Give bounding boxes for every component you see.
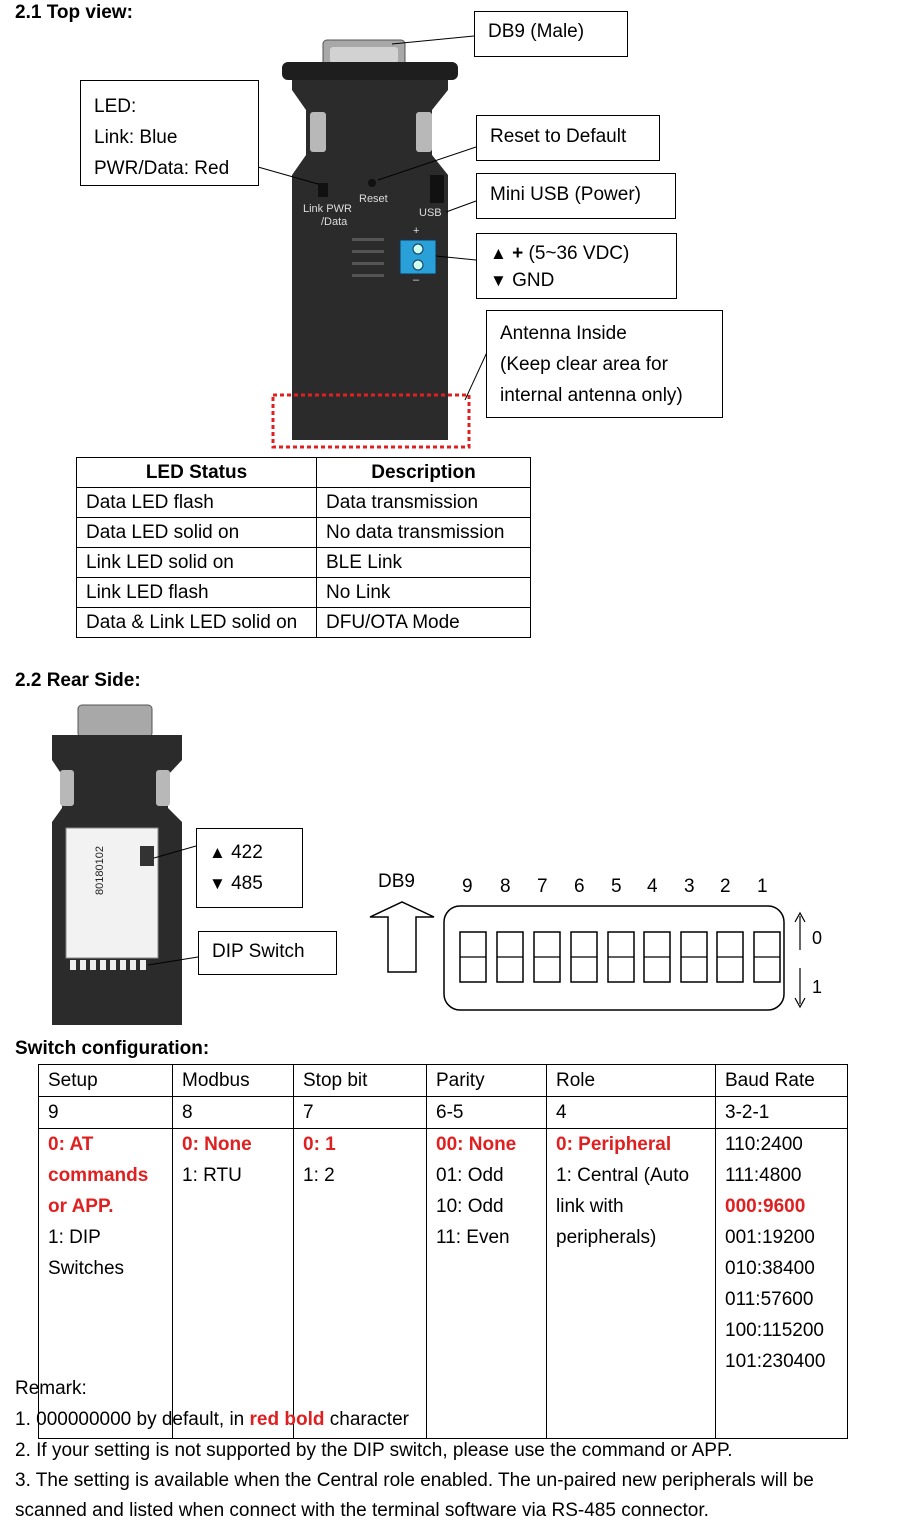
table-cell: Modbus xyxy=(172,1064,294,1097)
table-cell: 0: Peripheral 1: Central (Auto link with… xyxy=(546,1128,716,1439)
dip-pin-label: 2 xyxy=(720,876,731,897)
dip-pin-label: 4 xyxy=(647,876,658,897)
table-cell: 7 xyxy=(293,1096,427,1129)
dip-pin-label: 9 xyxy=(462,876,473,897)
led-table-header: Description xyxy=(316,457,531,488)
table-cell: DFU/OTA Mode xyxy=(316,607,531,638)
device-label-usb: USB xyxy=(419,207,442,219)
section-heading-rear-side: 2.2 Rear Side: xyxy=(15,670,141,691)
table-cell: 3-2-1 xyxy=(715,1096,848,1129)
table-cell: BLE Link xyxy=(316,547,531,578)
table-row: 9 8 7 6-5 4 3-2-1 xyxy=(38,1096,848,1129)
callout-antenna: Antenna Inside (Keep clear area for inte… xyxy=(486,310,723,418)
table-cell: 6-5 xyxy=(426,1096,547,1129)
remark-line-3: 3. The setting is available when the Cen… xyxy=(15,1470,814,1491)
triangle-up-icon: ▲ xyxy=(209,843,226,862)
triangle-down-icon: ▼ xyxy=(490,271,507,290)
table-cell: 0: None 1: RTU xyxy=(172,1128,294,1439)
dip-pin-label: 6 xyxy=(574,876,585,897)
device-label-link-pwr: Link PWR xyxy=(303,203,352,215)
device-label-minus: – xyxy=(413,274,420,286)
table-cell: Role xyxy=(546,1064,716,1097)
triangle-down-icon: ▼ xyxy=(209,874,226,893)
table-cell: Setup xyxy=(38,1064,173,1097)
table-cell: 8 xyxy=(172,1096,294,1129)
callout-db9-male: DB9 (Male) xyxy=(474,11,628,57)
callout-dip-switch: DIP Switch xyxy=(198,931,337,975)
table-cell: 4 xyxy=(546,1096,716,1129)
switch-config-table: Setup Modbus Stop bit Parity Role Baud R… xyxy=(38,1064,848,1439)
led-table-header: LED Status xyxy=(76,457,317,488)
section-heading-top-view: 2.1 Top view: xyxy=(15,2,133,23)
callout-led: LED: Link: Blue PWR/Data: Red xyxy=(80,80,259,186)
remark-line-3-cont: scanned and listed when connect with the… xyxy=(15,1500,709,1521)
callout-422-485: ▲ 422 ▼ 485 xyxy=(196,828,303,908)
table-row: Setup Modbus Stop bit Parity Role Baud R… xyxy=(38,1064,848,1097)
dip-pin-label: 5 xyxy=(611,876,622,897)
device-label-reset: Reset xyxy=(359,193,388,205)
table-cell: Link LED flash xyxy=(76,577,317,608)
table-cell: Data LED solid on xyxy=(76,517,317,548)
table-cell: Baud Rate xyxy=(715,1064,848,1097)
table-cell: Data LED flash xyxy=(76,487,317,518)
table-cell: 00: None 01: Odd 10: Odd 11: Even xyxy=(426,1128,547,1439)
rear-serial-label: 80180102 xyxy=(94,846,106,895)
table-cell: Parity xyxy=(426,1064,547,1097)
section-heading-switch-config: Switch configuration: xyxy=(15,1038,210,1059)
triangle-up-icon: ▲ xyxy=(490,244,507,263)
table-row: 0: AT commands or APP. 1: DIP Switches 0… xyxy=(38,1128,848,1439)
dip-pin-label: 1 xyxy=(757,876,768,897)
db9-label: DB9 xyxy=(378,871,415,892)
callout-power-terminal: ▲ + (5~36 VDC) ▼ GND xyxy=(476,233,677,299)
remark-line-1: 1. 000000000 by default, in red bold cha… xyxy=(15,1409,409,1430)
remark-line-2: 2. If your setting is not supported by t… xyxy=(15,1440,733,1461)
device-label-plus: + xyxy=(413,225,420,237)
dip-pin-label: 8 xyxy=(500,876,511,897)
table-cell: Data & Link LED solid on xyxy=(76,607,317,638)
callout-mini-usb: Mini USB (Power) xyxy=(476,173,676,219)
table-cell: 9 xyxy=(38,1096,173,1129)
table-cell: 0: 1 1: 2 xyxy=(293,1128,427,1439)
table-cell: Link LED solid on xyxy=(76,547,317,578)
table-cell: No data transmission xyxy=(316,517,531,548)
table-cell: 0: AT commands or APP. 1: DIP Switches xyxy=(38,1128,173,1439)
dip-pin-label: 7 xyxy=(537,876,548,897)
dip-state-1-label: 1 xyxy=(812,977,823,997)
dip-pin-label: 3 xyxy=(684,876,695,897)
dip-state-0-label: 0 xyxy=(812,928,823,948)
callout-reset: Reset to Default xyxy=(476,115,660,161)
table-cell: 110:2400 111:4800 000:9600 001:19200 010… xyxy=(715,1128,848,1439)
remark-title: Remark: xyxy=(15,1378,87,1399)
table-cell: Data transmission xyxy=(316,487,531,518)
table-cell: Stop bit xyxy=(293,1064,427,1097)
table-cell: No Link xyxy=(316,577,531,608)
device-label-data: /Data xyxy=(321,216,348,228)
